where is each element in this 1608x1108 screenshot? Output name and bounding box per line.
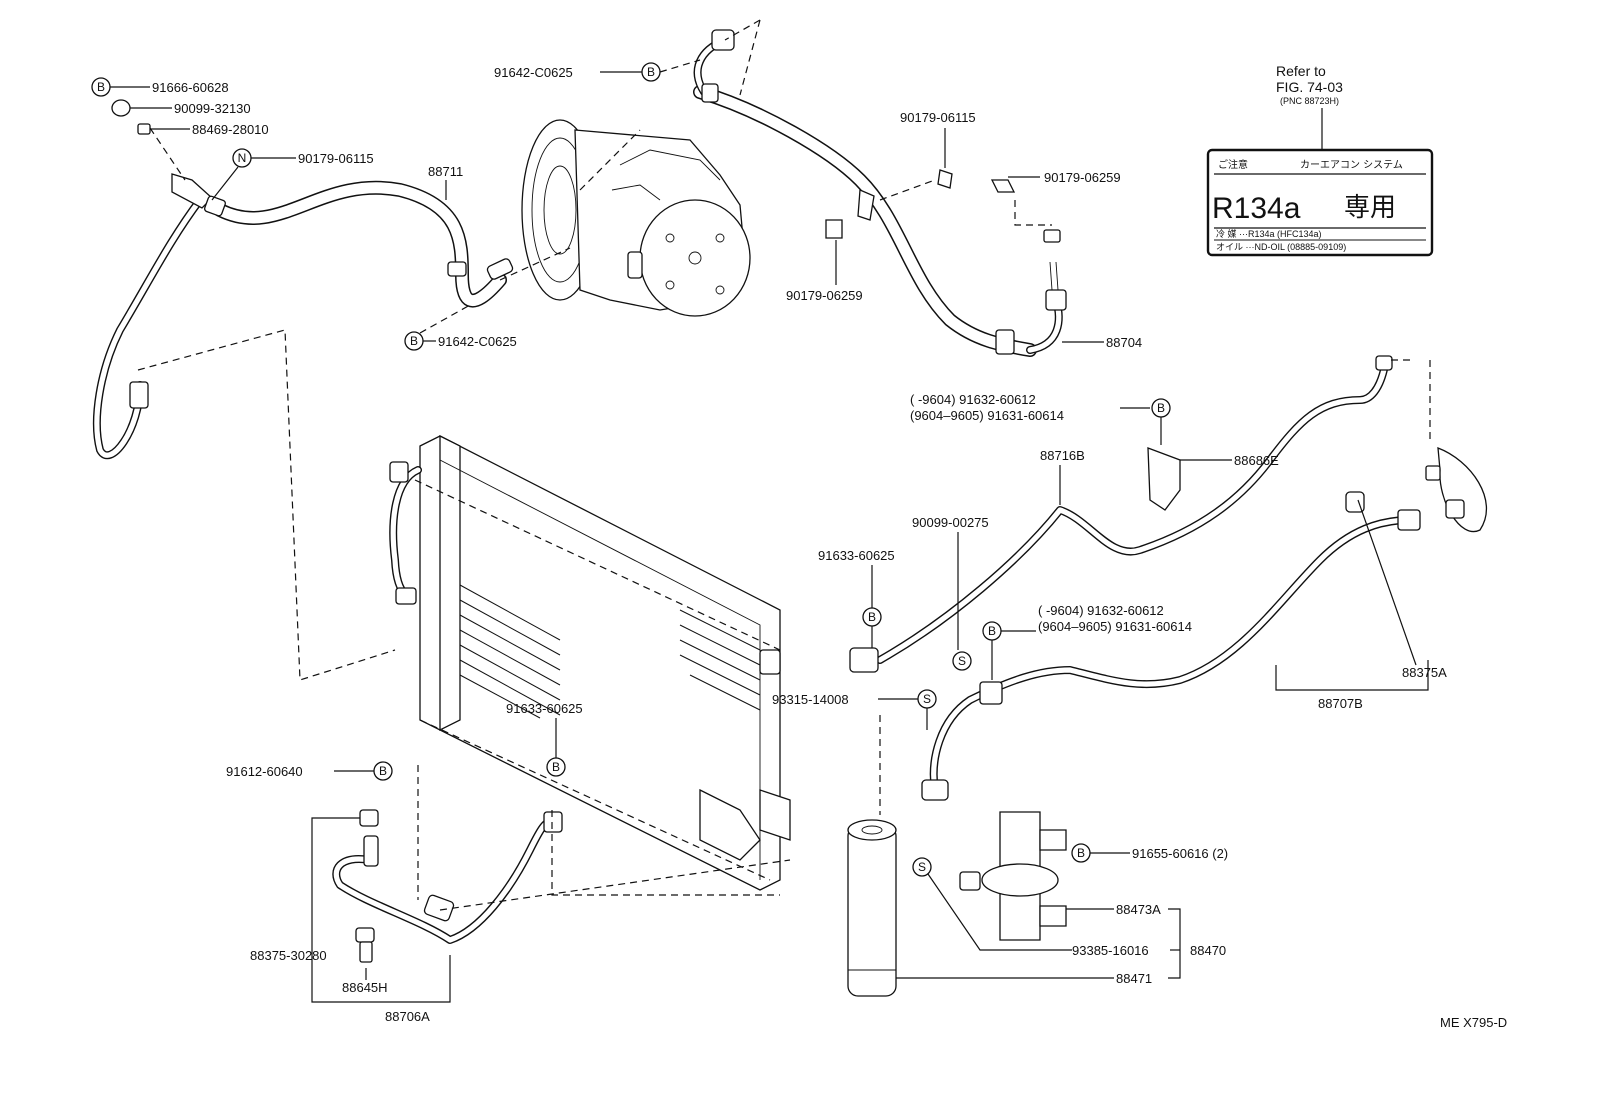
caution-title-left: ご注意 — [1218, 158, 1248, 171]
caution-exclusive: 専用 — [1344, 193, 1396, 223]
label-93315-14008: 93315-14008 — [772, 692, 849, 707]
label-88686E: 88686E — [1234, 453, 1279, 468]
label-90179-06115-right: 90179-06115 — [900, 110, 976, 125]
label-88706A: 88706A — [385, 1009, 430, 1024]
suction-hose-88704 — [693, 29, 1067, 357]
label-93385-16016: 93385-16016 — [1072, 943, 1149, 958]
label-88711: 88711 — [428, 164, 463, 179]
label-91633-60625-left: 91633-60625 — [506, 701, 583, 716]
label-88716B: 88716B — [1040, 448, 1085, 463]
tube-88707B — [921, 447, 1487, 801]
label-88375-30280: 88375-30280 — [250, 948, 327, 963]
receiver-88471 — [847, 819, 897, 997]
label-91642-C0625-bottom: 91642-C0625 — [438, 334, 517, 349]
label-88375A: 88375A — [1402, 665, 1447, 680]
liquid-tube-88716B — [849, 355, 1393, 673]
label-9605-a-lower: (9604–9605) 91631-60614 — [1038, 619, 1192, 634]
label-90099-32130: 90099-32130 — [174, 101, 251, 116]
screw-symbol: S — [958, 654, 966, 668]
label-90179-06259-top: 90179-06259 — [1044, 170, 1121, 185]
ac-compressor — [521, 119, 751, 317]
bolt-symbol: B — [379, 764, 387, 778]
label-9604-a-lower: ( -9604) 91632-60612 — [1038, 603, 1164, 618]
label-90179-06115-left: 90179-06115 — [298, 151, 374, 166]
drawing-code: ME X795-D — [1440, 1015, 1507, 1030]
refer-note: Refer to FIG. 74-03 (PNC 88723H) — [1276, 63, 1343, 150]
caution-title-right: カーエアコン システム — [1300, 159, 1403, 171]
bolt-symbol: B — [868, 610, 876, 624]
screw-symbol: S — [923, 692, 931, 706]
refer-line3: (PNC 88723H) — [1280, 96, 1339, 106]
label-9604-a-upper: ( -9604) 91632-60612 — [910, 392, 1036, 407]
bracket-88470 — [959, 811, 1067, 941]
bolt-symbol: B — [552, 760, 560, 774]
label-91666-60628: 91666-60628 — [152, 80, 229, 95]
refer-line1: Refer to — [1276, 63, 1326, 79]
caution-refrigerant: R134a — [1212, 192, 1301, 225]
bolt-symbol: B — [1077, 846, 1085, 860]
label-91633-60625-right: 91633-60625 — [818, 548, 895, 563]
caution-row2: オイル ···ND-OIL (08885-09109) — [1216, 242, 1346, 252]
bolt-symbol: B — [410, 334, 418, 348]
label-91612-60640: 91612-60640 — [226, 764, 303, 779]
label-88469-28010: 88469-28010 — [192, 122, 269, 137]
bolt-symbol: B — [1157, 401, 1165, 415]
label-90099-00275: 90099-00275 — [912, 515, 989, 530]
refer-line2: FIG. 74-03 — [1276, 79, 1343, 95]
bolt-symbol: B — [988, 624, 996, 638]
discharge-tube-88706A — [332, 809, 563, 963]
discharge-hose-88711 — [92, 173, 514, 460]
label-88470: 88470 — [1190, 943, 1226, 958]
label-90179-06259-bottom: 90179-06259 — [786, 288, 863, 303]
label-88471: 88471 — [1116, 971, 1152, 986]
caution-label: ご注意 カーエアコン システム R134a 専用 冷 媒 ···R134a (H… — [1206, 148, 1434, 257]
bolt-symbol: B — [97, 80, 105, 94]
label-88707B: 88707B — [1318, 696, 1363, 711]
label-88645H: 88645H — [342, 980, 388, 995]
screw-symbol: S — [918, 860, 926, 874]
condenser-fins — [459, 584, 761, 719]
part-labels: B 91666-60628 90099-32130 88469-28010 N … — [91, 59, 1447, 1024]
label-88473A: 88473A — [1116, 902, 1161, 917]
label-91655-60616: 91655-60616 (2) — [1132, 846, 1228, 861]
caution-row1: 冷 媒 ···R134a (HFC134a) — [1216, 228, 1322, 239]
label-88704: 88704 — [1106, 335, 1142, 350]
nut-symbol: N — [238, 151, 247, 165]
label-91642-C0625-top: 91642-C0625 — [494, 65, 573, 80]
bolt-symbol: B — [647, 65, 655, 79]
label-9605-a-upper: (9604–9605) 91631-60614 — [910, 408, 1064, 423]
condenser — [389, 434, 791, 891]
assembly-guide-lines — [137, 19, 1431, 911]
